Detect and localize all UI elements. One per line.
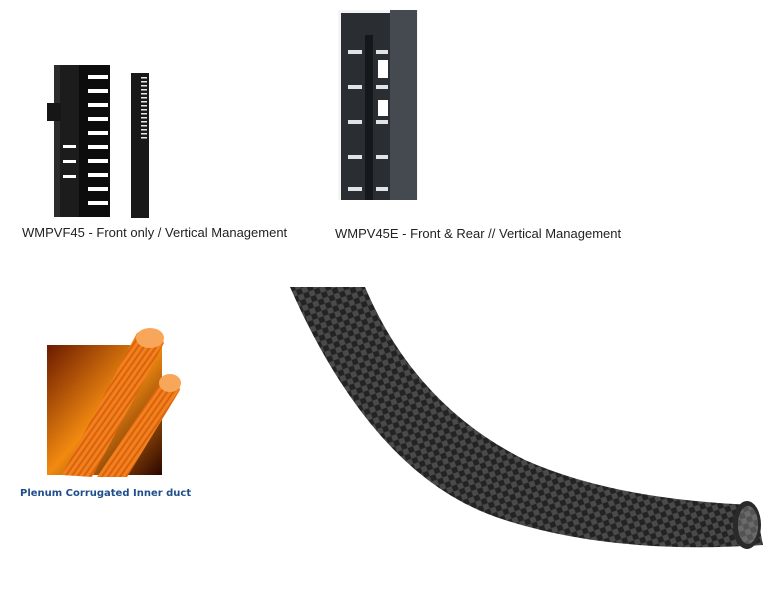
product-braided-sleeve — [285, 285, 768, 590]
product-caption: WMPVF45 - Front only / Vertical Manageme… — [22, 225, 288, 240]
braided-sleeve-image — [290, 287, 763, 549]
vertical-manager-front-rear-image — [338, 10, 418, 200]
product-caption: WMPV45E - Front & Rear // Vertical Manag… — [335, 226, 622, 241]
product-caption: Plenum Corrugated Inner duct — [20, 488, 192, 499]
product-wmpv45e: WMPV45E - Front & Rear // Vertical Manag… — [335, 0, 635, 245]
product-wmpvf45: WMPVF45 - Front only / Vertical Manageme… — [20, 60, 300, 245]
plenum-duct-image — [47, 328, 181, 477]
product-plenum-duct: Plenum Corrugated Inner duct — [20, 320, 220, 505]
vertical-manager-front-image — [47, 65, 149, 218]
